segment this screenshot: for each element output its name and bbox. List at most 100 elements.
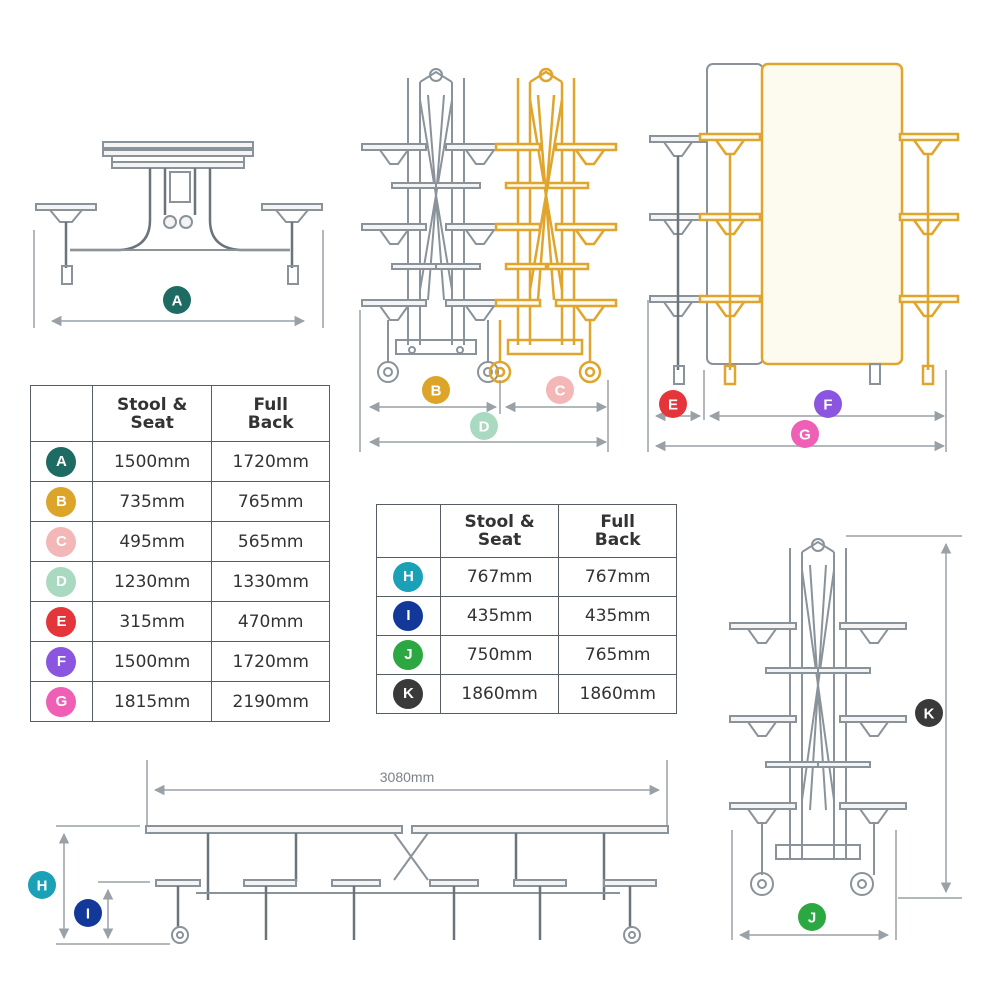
table2-letter-cell: K (376, 674, 441, 714)
diagram-badge-i: I (74, 899, 102, 927)
table2-full-back-value: 435mm (558, 596, 677, 636)
drawing-folded-single-front (729, 535, 962, 941)
table2-letter-cell: J (376, 635, 441, 675)
diagram-badge-g: G (791, 420, 819, 448)
table2-stool-seat-value: 767mm (439, 557, 560, 597)
badge-circle (422, 376, 450, 404)
badge-letter: C (555, 383, 566, 400)
drawing-open-pair-side (56, 760, 669, 945)
table2-full-back-value: 767mm (558, 557, 677, 597)
diagram-badge-c: C (546, 376, 574, 404)
table2-letter-cell: I (376, 596, 441, 636)
badge-letter: D (479, 419, 490, 436)
drawing-open-table-side (33, 141, 324, 328)
diagram-badge-k: K (915, 699, 943, 727)
table2-corner (376, 504, 441, 558)
table2-stool-seat-value: 1860mm (439, 674, 560, 714)
table1-full-back-value: 1330mm (211, 561, 330, 602)
letter-badge-a: A (46, 446, 77, 477)
table1-letter-cell: G (30, 681, 93, 722)
table1-full-back-value: 565mm (211, 521, 330, 562)
badge-circle (74, 899, 102, 927)
length-dimension-label: 3080mm (380, 769, 434, 785)
diagram-badge-a: A (163, 286, 191, 314)
badge-letter: E (668, 397, 678, 414)
table2-letter-cell: H (376, 557, 441, 597)
table1-letter-cell: B (30, 481, 93, 522)
table1-letter-cell: E (30, 601, 93, 642)
badge-circle (163, 286, 191, 314)
letter-badge-f: F (46, 646, 77, 677)
letter-badge-h: H (393, 562, 424, 592)
table1-full-back-value: 470mm (211, 601, 330, 642)
letter-badge-k: K (393, 679, 424, 709)
badge-letter: J (808, 910, 816, 927)
table1-stool-seat-value: 735mm (91, 481, 213, 522)
diagram-badge-e: E (659, 390, 687, 418)
badge-circle (798, 903, 826, 931)
table1-stool-seat-value: 1815mm (91, 681, 213, 722)
table1-full-back-value: 1720mm (211, 441, 330, 482)
table1-letter-cell: C (30, 521, 93, 562)
badge-letter: B (431, 383, 442, 400)
diagram-badge-h: H (28, 871, 56, 899)
table2-full-back-value: 765mm (558, 635, 677, 675)
badge-circle (659, 390, 687, 418)
table1-full-back-value: 2190mm (211, 681, 330, 722)
table1-stool-seat-value: 1230mm (91, 561, 213, 602)
diagram-badge-b: B (422, 376, 450, 404)
table1-full-back-value: 1720mm (211, 641, 330, 682)
badge-circle (915, 699, 943, 727)
badge-circle (28, 871, 56, 899)
badge-letter: G (799, 427, 811, 444)
badge-circle (546, 376, 574, 404)
drawing-folded-pair-side (647, 62, 960, 452)
table1-header-stool-seat: Stool & Seat (91, 385, 213, 442)
badge-letter: K (924, 706, 935, 723)
table1-stool-seat-value: 1500mm (91, 641, 213, 682)
table1-stool-seat-value: 1500mm (91, 441, 213, 482)
badge-letter: I (86, 906, 90, 923)
table1-corner (30, 385, 93, 442)
table2-header-stool-seat: Stool & Seat (439, 504, 560, 558)
table2-full-back-value: 1860mm (558, 674, 677, 714)
badge-letter: A (172, 293, 183, 310)
diagram-badge-f: F (814, 390, 842, 418)
letter-badge-g: G (46, 686, 77, 717)
table1-stool-seat-value: 315mm (91, 601, 213, 642)
drawing-folded-pair-front (359, 67, 618, 452)
badge-letter: F (823, 397, 832, 414)
table2-stool-seat-value: 750mm (439, 635, 560, 675)
table2-header-full-back: Full Back (558, 504, 677, 558)
badge-circle (470, 412, 498, 440)
letter-badge-c: C (46, 526, 77, 557)
diagram-badge-d: D (470, 412, 498, 440)
letter-badge-i: I (393, 601, 424, 631)
table1-stool-seat-value: 495mm (91, 521, 213, 562)
diagram-badge-j: J (798, 903, 826, 931)
badge-circle (814, 390, 842, 418)
table1-letter-cell: D (30, 561, 93, 602)
badge-circle (791, 420, 819, 448)
table1-full-back-value: 765mm (211, 481, 330, 522)
letter-badge-j: J (393, 640, 424, 670)
table1-letter-cell: A (30, 441, 93, 482)
table1-header-full-back: Full Back (211, 385, 330, 442)
letter-badge-d: D (46, 566, 77, 597)
table1-letter-cell: F (30, 641, 93, 682)
